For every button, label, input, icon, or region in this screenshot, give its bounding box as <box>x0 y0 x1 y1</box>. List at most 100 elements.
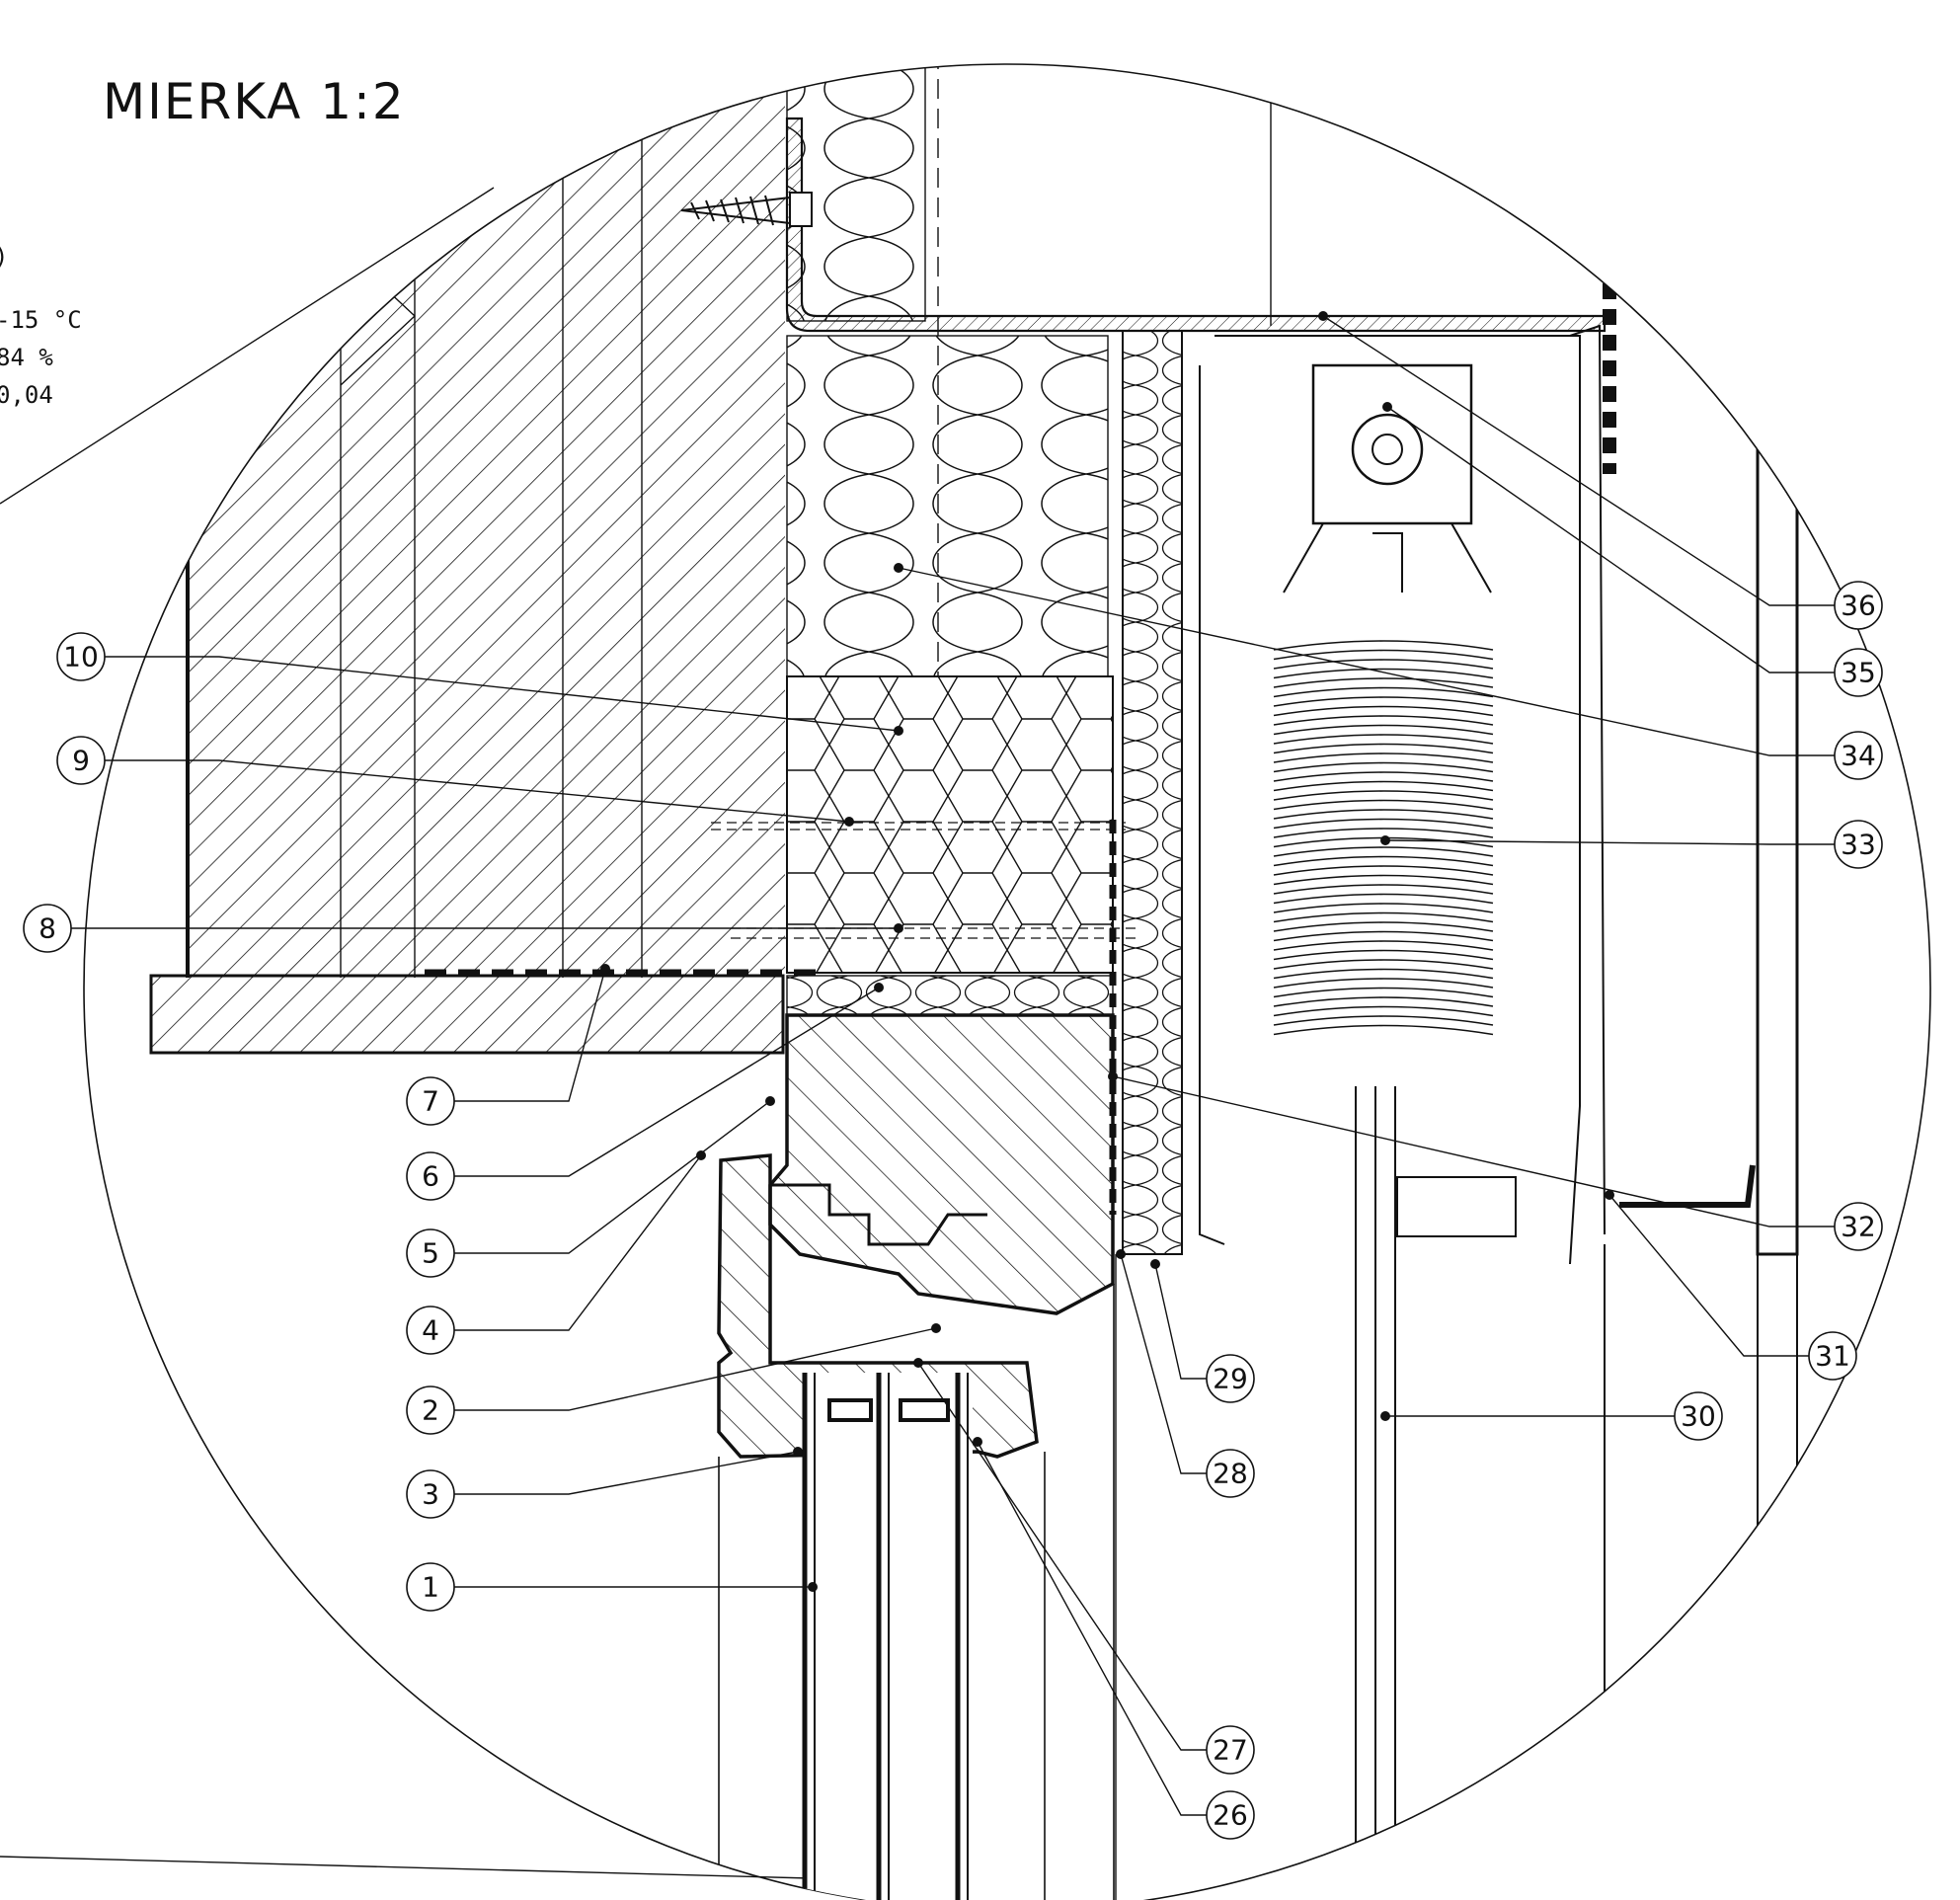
callout-35: 35 <box>1834 648 1883 697</box>
callout-label: 9 <box>72 745 90 777</box>
callout-4: 4 <box>406 1306 455 1355</box>
callout-32: 32 <box>1834 1202 1883 1251</box>
sill-bead-row <box>786 975 1114 1016</box>
leader-dot-35 <box>1382 402 1392 412</box>
leader-line-10 <box>105 656 900 732</box>
curtain-slat <box>1273 846 1494 857</box>
leader-line-33 <box>1384 839 1835 845</box>
condition-humidity: 84 % <box>0 344 53 371</box>
curtain-slat <box>1273 865 1494 876</box>
drawing-body <box>149 64 1799 1900</box>
curtain-slat <box>1273 874 1494 886</box>
curtain-slat <box>1273 809 1494 820</box>
callout-label: 26 <box>1213 1799 1248 1832</box>
detail-leader-bottom <box>0 1856 811 1879</box>
callout-label: 6 <box>422 1160 439 1193</box>
curtain-slat <box>1273 1024 1494 1036</box>
curtain-slat <box>1273 659 1494 670</box>
callout-33: 33 <box>1834 820 1883 869</box>
condition-partial: ) <box>0 243 8 271</box>
structure-lines <box>1115 64 1272 1900</box>
callout-label: 27 <box>1213 1734 1248 1767</box>
leader-dot-31 <box>1605 1190 1614 1200</box>
leader-dot-26 <box>973 1437 982 1447</box>
leader-dot-7 <box>600 964 610 974</box>
leader-dot-5 <box>765 1096 775 1106</box>
curtain-slat <box>1273 1015 1494 1026</box>
callout-circle <box>406 1228 455 1278</box>
leader-dot-28 <box>1116 1249 1126 1259</box>
callout-6: 6 <box>406 1151 455 1201</box>
leader-dot-33 <box>1380 835 1390 845</box>
window-sill <box>149 974 785 1055</box>
callout-circle <box>1206 1790 1255 1840</box>
curtain-slat <box>1273 752 1494 763</box>
leader-dot-34 <box>894 563 903 573</box>
callout-7: 7 <box>406 1076 455 1126</box>
callout-5: 5 <box>406 1228 455 1278</box>
leader-dot-36 <box>1318 311 1328 321</box>
callout-label: 2 <box>422 1394 439 1427</box>
drip-flashing <box>1619 1164 1756 1208</box>
curtain-slat <box>1273 818 1494 830</box>
callout-circle <box>1674 1391 1723 1441</box>
callout-circle <box>56 736 106 785</box>
leader-line-31 <box>1608 1194 1809 1357</box>
curtain-slat <box>1273 921 1494 932</box>
shutter-curtain <box>1273 640 1494 1036</box>
callout-circle <box>1834 648 1883 697</box>
curtain-slat <box>1273 761 1494 773</box>
callout-10: 10 <box>56 632 106 681</box>
callout-label: 30 <box>1681 1400 1716 1433</box>
callout-9: 9 <box>56 736 106 785</box>
leader-dot-10 <box>894 726 903 736</box>
callout-circle <box>1834 731 1883 780</box>
callout-leaders <box>71 311 1835 1816</box>
leader-line-2 <box>454 1327 937 1411</box>
honeycomb-block <box>786 675 1114 974</box>
callout-34: 34 <box>1834 731 1883 780</box>
leader-line-34 <box>898 567 1835 756</box>
callout-label: 32 <box>1841 1211 1876 1243</box>
leader-line-3 <box>454 1451 799 1495</box>
leader-line-36 <box>1322 315 1835 606</box>
leader-line-9 <box>105 759 850 823</box>
curtain-slat <box>1273 715 1494 726</box>
callout-circle <box>406 1562 455 1612</box>
sash-jambs <box>718 1284 1115 1900</box>
condition-value: 0,04 <box>0 381 53 409</box>
callout-circle <box>406 1469 455 1519</box>
curtain-slat <box>1273 696 1494 707</box>
curtain-slat <box>1273 705 1494 717</box>
glazing-unit <box>802 1373 973 1900</box>
callout-label: 36 <box>1841 590 1876 622</box>
wall-chevrons <box>340 64 643 978</box>
callout-label: 7 <box>422 1085 439 1118</box>
leader-line-7 <box>454 968 606 1102</box>
screw-icon <box>680 192 813 227</box>
callout-circle <box>406 1151 455 1201</box>
scale-title: MIERKA 1:2 <box>103 73 406 130</box>
callout-circle <box>1206 1449 1255 1498</box>
callout-circle <box>406 1076 455 1126</box>
curtain-slat <box>1273 996 1494 1007</box>
leader-dot-30 <box>1380 1411 1390 1421</box>
callout-label: 33 <box>1841 829 1876 861</box>
curtain-slat <box>1273 743 1494 754</box>
detail-circle <box>83 63 1931 1900</box>
curtain-slat <box>1273 978 1494 989</box>
callout-circle <box>56 632 106 681</box>
callout-26: 26 <box>1206 1790 1255 1840</box>
curtain-slat <box>1273 724 1494 736</box>
callout-circle <box>406 1306 455 1355</box>
callout-circle <box>406 1385 455 1435</box>
leader-dot-9 <box>844 817 854 827</box>
leader-dot-6 <box>874 983 884 992</box>
shutter-box <box>1199 324 1606 1265</box>
outer-panel <box>1756 373 1799 1256</box>
curtain-slat <box>1273 1005 1494 1017</box>
leader-line-32 <box>1112 1075 1835 1227</box>
leader-dot-29 <box>1150 1259 1160 1269</box>
